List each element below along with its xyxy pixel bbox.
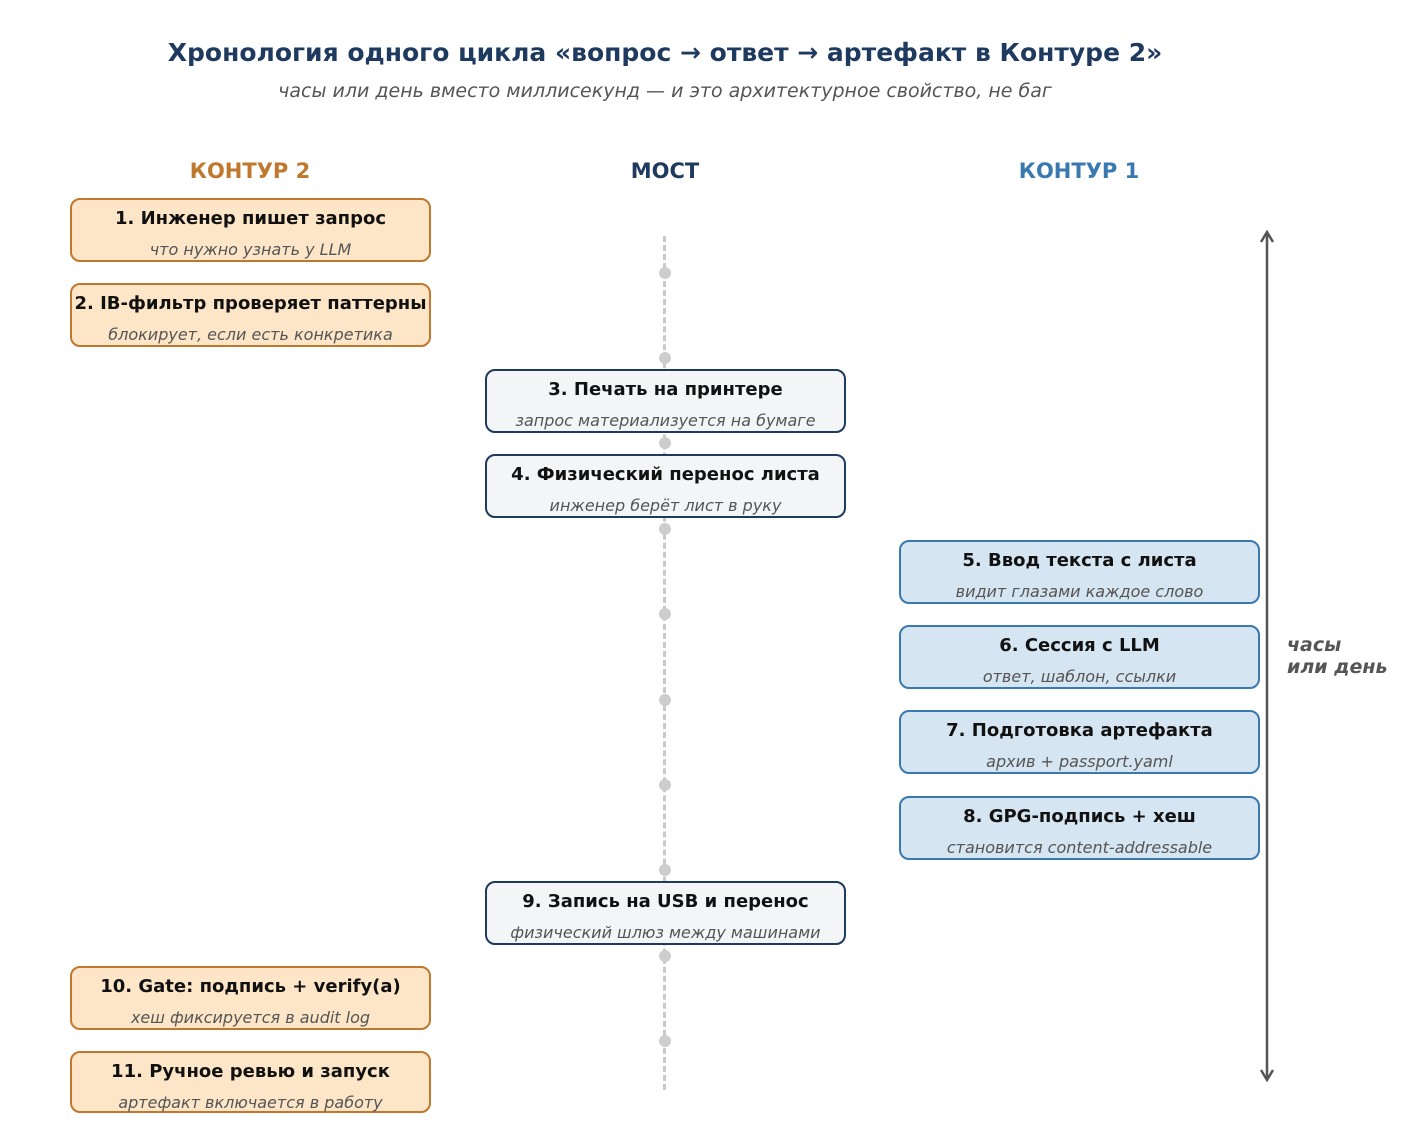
timeline-dot <box>659 352 671 364</box>
step-6-box: 6. Сессия с LLM ответ, шаблон, ссылки <box>899 625 1260 689</box>
column-header-bridge: МОСТ <box>630 159 700 183</box>
timeline-dot <box>659 779 671 791</box>
step-2-box: 2. IB-фильтр проверяет паттерны блокируе… <box>70 283 431 347</box>
step-7-box: 7. Подготовка артефакта архив + passport… <box>899 710 1260 774</box>
step-3-box: 3. Печать на принтере запрос материализу… <box>485 369 846 433</box>
step-7-subtitle: архив + passport.yaml <box>986 752 1173 771</box>
step-4-title: 4. Физический перенос листа <box>511 464 820 485</box>
step-1-box: 1. Инженер пишет запрос что нужно узнать… <box>70 198 431 262</box>
step-9-title: 9. Запись на USB и перенос <box>522 891 809 912</box>
step-2-subtitle: блокирует, если есть конкретика <box>108 325 393 344</box>
step-3-title: 3. Печать на принтере <box>548 379 783 400</box>
step-1-subtitle: что нужно узнать у LLM <box>149 240 352 259</box>
timeline-dot <box>659 950 671 962</box>
timeline-dot <box>659 267 671 279</box>
step-8-title: 8. GPG-подпись + хеш <box>963 806 1196 827</box>
duration-label-line2: или день <box>1287 656 1388 678</box>
step-6-title: 6. Сессия с LLM <box>999 635 1160 656</box>
step-8-box: 8. GPG-подпись + хеш становится content-… <box>899 796 1260 860</box>
step-8-subtitle: становится content-addressable <box>946 838 1213 857</box>
timeline-dot <box>659 864 671 876</box>
step-11-title: 11. Ручное ревью и запуск <box>111 1061 390 1082</box>
duration-label-line1: часы <box>1287 634 1342 656</box>
diagram-subtitle: часы или день вместо миллисекунд — и это… <box>278 80 1052 102</box>
step-4-box: 4. Физический перенос листа инженер берё… <box>485 454 846 518</box>
step-11-subtitle: артефакт включается в работу <box>118 1093 383 1112</box>
step-7-title: 7. Подготовка артефакта <box>946 720 1213 741</box>
step-10-box: 10. Gate: подпись + verify(a) хеш фиксир… <box>70 966 431 1030</box>
step-10-title: 10. Gate: подпись + verify(a) <box>100 976 401 997</box>
column-header-kontur1: КОНТУР 1 <box>1018 159 1140 183</box>
duration-label: часы или день <box>1287 634 1388 678</box>
step-9-subtitle: физический шлюз между машинами <box>510 923 821 942</box>
step-5-title: 5. Ввод текста с листа <box>962 550 1197 571</box>
column-header-kontur2: КОНТУР 2 <box>189 159 311 183</box>
timeline-dot <box>659 523 671 535</box>
step-3-subtitle: запрос материализуется на бумаге <box>515 411 816 430</box>
diagram-title: Хронология одного цикла «вопрос → ответ … <box>167 38 1163 67</box>
bridge-timeline-spine <box>663 236 666 1090</box>
step-9-box: 9. Запись на USB и перенос физический шл… <box>485 881 846 945</box>
timeline-dot <box>659 1035 671 1047</box>
step-11-box: 11. Ручное ревью и запуск артефакт включ… <box>70 1051 431 1113</box>
timeline-dot <box>659 437 671 449</box>
step-6-subtitle: ответ, шаблон, ссылки <box>982 667 1177 686</box>
duration-double-arrow <box>1259 229 1275 1083</box>
step-4-subtitle: инженер берёт лист в руку <box>549 496 782 515</box>
step-5-box: 5. Ввод текста с листа видит глазами каж… <box>899 540 1260 604</box>
timeline-dot <box>659 694 671 706</box>
step-1-title: 1. Инженер пишет запрос <box>114 208 387 229</box>
step-10-subtitle: хеш фиксируется в audit log <box>130 1008 371 1027</box>
step-5-subtitle: видит глазами каждое слово <box>955 582 1204 601</box>
timeline-dot <box>659 608 671 620</box>
step-2-title: 2. IB-фильтр проверяет паттерны <box>74 293 427 314</box>
